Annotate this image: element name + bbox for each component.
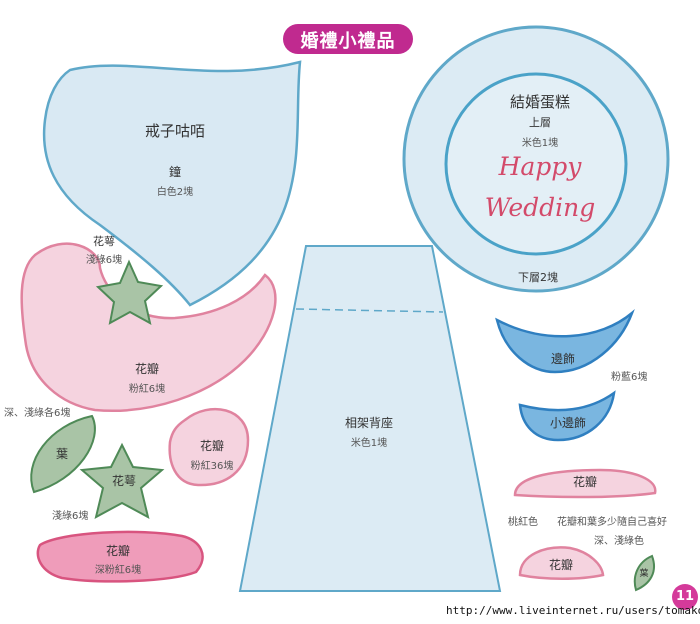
source-url: http://www.liveinternet.ru/users/tomakov… [446,604,700,617]
edging-shape [495,308,635,374]
small-edging-shape [518,390,616,442]
sepal-bottom-star [79,442,165,519]
title-banner [283,24,413,54]
cake-inner-circle [444,72,628,256]
right-small-petal-name: 花瓣 [548,558,574,572]
frame-stand-fold-line [295,308,444,313]
bottom-petal-name: 花瓣 [105,544,131,558]
leaf-name: 葉 [55,447,69,461]
edging-name: 邊飾 [550,352,576,366]
right-petal-color: 桃紅色 [508,517,538,528]
big-petal-name: 花瓣 [134,362,160,376]
page-title: 婚禮小禮品 [300,31,396,52]
round-petal-shape [168,407,250,487]
right-petal-note: 花瓣和葉多少隨自己喜好 [557,517,667,528]
right-petal-name: 花瓣 [572,475,598,489]
small-edging-name: 小邊飾 [549,416,587,430]
frame-stand-shape [238,245,502,592]
cake-name: 結婚蛋糕 [509,93,571,111]
cake-lower-spec: 下層2塊 [518,271,558,284]
leaf-shape [30,414,96,494]
sepal-bottom-spec: 淺綠6塊 [52,511,89,522]
frame-stand-name: 相架背座 [344,416,394,430]
cake-upper-spec: 米色1塊 [521,138,559,149]
leaf-spec: 深、淺綠各6塊 [4,408,71,419]
cake-text-wedding: Wedding [484,193,596,222]
cake-upper-label: 上層 [529,116,551,129]
right-petal-shape [513,468,657,499]
ring-box-part: 鐘 [168,165,182,179]
round-petal-spec: 粉紅36塊 [190,461,234,472]
round-petal-name: 花瓣 [199,439,225,453]
big-petal-spec: 粉紅6塊 [128,384,166,395]
bottom-petal-spec: 深粉紅6塊 [94,565,142,576]
cake-text-happy: Happy [498,152,582,181]
page-number-badge: 11 [672,584,698,610]
sepal-top-name: 花萼 [93,235,115,248]
small-leaf-name: 葉 [639,569,649,579]
frame-stand-spec: 米色1塊 [350,438,388,449]
ring-box-spec: 白色2塊 [156,187,194,198]
bottom-petal-shape [36,530,204,583]
big-petal-shape [20,242,277,412]
edging-spec: 粉藍6塊 [611,372,648,383]
right-small-petal-shape [518,546,605,580]
ring-box-shape [42,60,302,307]
ring-box-name: 戒子咕咟 [144,122,206,140]
small-leaf-spec: 深、淺綠色 [594,536,644,547]
small-leaf-shape [633,554,655,592]
sepal-top-spec: 淺綠6塊 [85,255,123,266]
sepal-top-star [95,259,164,325]
sepal-bottom-name: 花萼 [111,474,137,488]
